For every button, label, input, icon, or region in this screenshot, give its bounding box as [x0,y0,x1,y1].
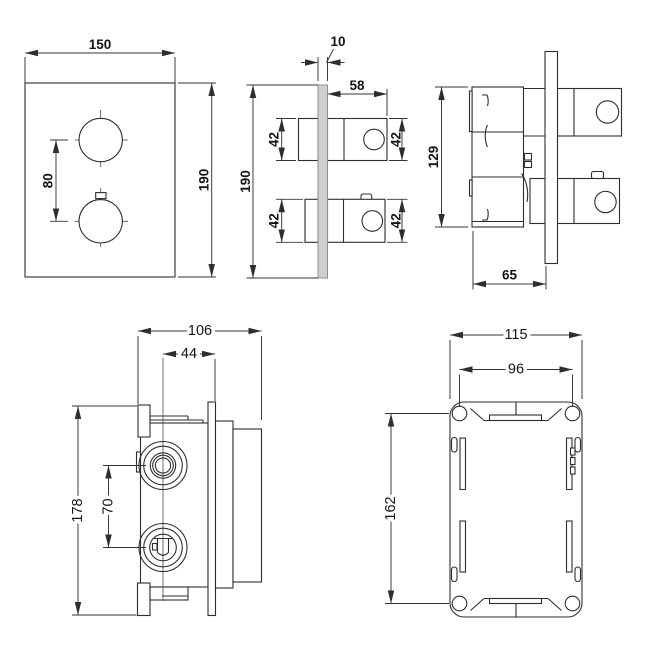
side-slot [459,520,467,573]
dim-label-hole-span-height: 162 [383,496,399,520]
dim-label-hole-span-width: 96 [508,362,524,378]
dim-recess-depth: 65 [472,231,547,290]
dim-label-recess-depth: 65 [502,268,518,283]
lower-handle-cap [361,210,384,232]
faceplate-front-view: 150 190 80 [24,37,216,278]
rear-housing-back [232,428,263,583]
upper-handle [556,87,623,137]
dim-upper-handle-42-left: 42 [267,118,296,161]
dim-lower-handle-42-right: 42 [387,198,408,243]
oval-slot [450,566,458,583]
dim-label-box-width: 106 [188,323,212,339]
upper-cartridge-block [297,117,319,162]
knob-indicator-tab [95,192,107,200]
clip-detail [523,152,533,161]
dim-label-42: 42 [389,132,404,147]
valve-side-view: 129 65 [426,50,623,290]
dim-handle-depth: 58 [327,78,388,116]
dim-label-spindle-offset: 44 [181,346,197,362]
faceplate-side-view: 10 58 190 42 42 42 [238,34,408,279]
dim-knob-spacing: 80 [41,139,68,222]
dim-label-42: 42 [267,132,282,147]
dim-label-faceplate-width: 150 [89,37,112,52]
lower-cartridge-block [304,198,319,243]
upper-knob [78,117,123,163]
rear-housing-front [214,420,234,589]
body-front-view: 106 44 178 70 [67,320,263,617]
dim-label-plate-thickness: 10 [330,34,345,49]
dim-spindle-spacing: 70 [97,465,146,548]
lower-handle [326,198,386,243]
lower-handle-tab [590,170,605,180]
dim-hole-span-width: 96 [459,358,573,407]
oval-slot [450,436,458,453]
dim-label-faceplate-height: 190 [197,169,212,192]
dim-faceplate-height: 190 [178,82,216,278]
side-slot [459,437,467,491]
inlet-boss [135,451,142,473]
dim-label-housing-width: 115 [504,327,527,343]
upper-handle [326,117,388,162]
dim-plate-height: 190 [238,84,318,279]
dim-label-spindle-spacing: 70 [101,498,117,514]
oval-slot [574,566,582,583]
dim-box-width: 106 [137,320,262,420]
dim-label-42: 42 [267,213,282,228]
wall-plate [544,50,559,265]
lower-handle [556,177,621,225]
upper-handle-cap [363,128,385,151]
mounting-lug-bottom [136,582,151,617]
lower-handle-cap [594,190,617,214]
dim-label-42: 42 [389,213,404,228]
faceplate-outline [24,82,176,278]
dim-label-body-height: 129 [426,146,441,169]
mounting-lug-top [137,404,151,438]
housing-outline [449,401,583,618]
dim-spindle-offset: 44 [163,343,216,401]
lower-knob [78,199,123,244]
dim-label-knob-spacing: 80 [41,173,56,188]
wall-plate [207,401,217,617]
dim-upper-handle-42-right: 42 [389,118,408,161]
screw-hole [564,595,581,612]
side-slot [565,520,573,573]
dim-label-box-height: 178 [70,498,86,522]
box-back-view: 115 96 162 [380,324,583,618]
dim-housing-width: 115 [449,324,583,399]
oval-slot [574,436,582,453]
valve-body [471,86,525,228]
screw-hole [451,595,468,612]
dim-hole-span-height: 162 [380,413,449,604]
dim-label-handle-depth: 58 [349,78,365,93]
dim-body-height: 129 [426,86,468,228]
dim-plate-thickness: 10 [301,34,346,81]
dim-label-plate-height: 190 [238,170,253,193]
dim-lower-handle-42-left: 42 [267,198,303,243]
dim-faceplate-width: 150 [24,37,176,83]
upper-handle-cap [595,100,620,124]
clip-detail [523,160,533,169]
wall-plate [317,84,328,279]
dim-box-height: 178 [67,405,137,616]
valve-lever-detail [521,173,529,203]
